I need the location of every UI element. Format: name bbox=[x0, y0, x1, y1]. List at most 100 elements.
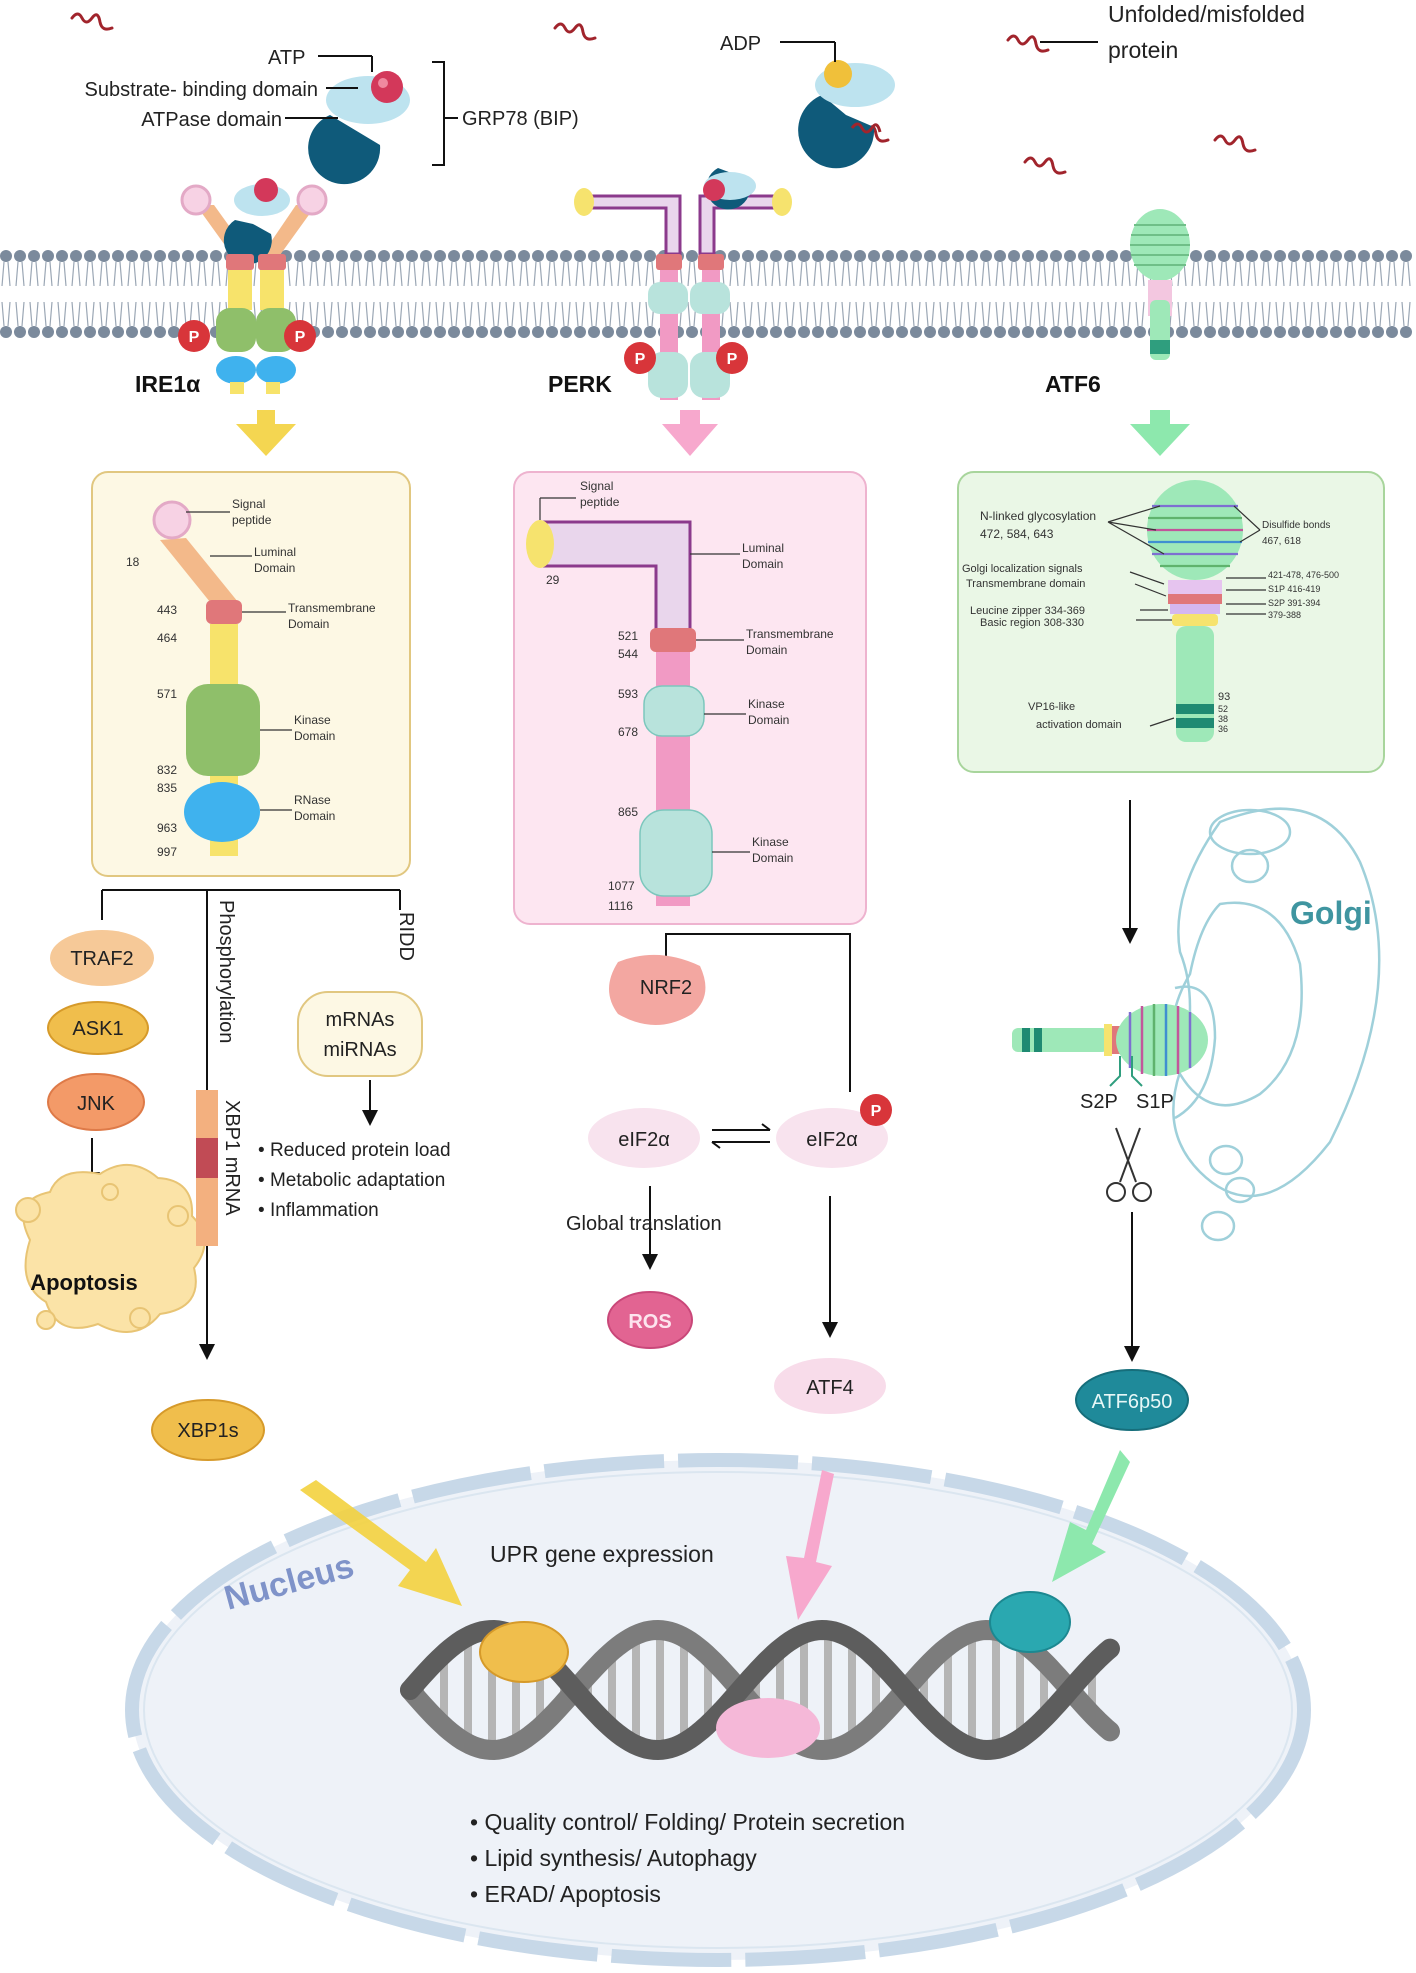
ridd-outcome-1: • Reduced protein load bbox=[258, 1140, 451, 1161]
lipid-head bbox=[840, 250, 852, 262]
lipid-head bbox=[770, 326, 782, 338]
eif2a-label: eIF2α bbox=[618, 1129, 670, 1151]
lipid-head bbox=[546, 326, 558, 338]
lipid-head bbox=[728, 326, 740, 338]
lipid-tail bbox=[393, 261, 403, 287]
perk-n521: 521 bbox=[618, 629, 638, 643]
lipid-head bbox=[644, 326, 656, 338]
lipid-head bbox=[1050, 250, 1062, 262]
lipid-tail bbox=[995, 301, 1005, 327]
atf6p50-node bbox=[1075, 1369, 1189, 1431]
atf6p50-on-dna bbox=[989, 1591, 1071, 1653]
lipid-tail bbox=[1289, 301, 1299, 327]
xbp1s-label: XBP1s bbox=[177, 1420, 238, 1442]
lipid-head bbox=[644, 250, 656, 262]
lipid-head bbox=[616, 250, 628, 262]
lipid-tail bbox=[953, 301, 963, 327]
perk-dimer bbox=[574, 168, 792, 400]
lipid-head bbox=[98, 326, 110, 338]
lipid-head bbox=[434, 250, 446, 262]
ire1-p-right-label: P bbox=[295, 329, 306, 346]
lipid-tail bbox=[421, 301, 431, 327]
lipid-tail bbox=[155, 261, 165, 287]
lipid-tail bbox=[1331, 301, 1341, 327]
lipid-head bbox=[574, 326, 586, 338]
lipid-head bbox=[1190, 326, 1202, 338]
lipid-head bbox=[868, 326, 880, 338]
lipid-tail bbox=[1079, 301, 1089, 327]
lipid-tail bbox=[1121, 301, 1131, 327]
ros-node bbox=[607, 1291, 693, 1349]
lipid-head bbox=[448, 250, 460, 262]
lipid-head bbox=[1036, 250, 1048, 262]
lipid-head bbox=[1092, 250, 1104, 262]
perk-n544: 544 bbox=[618, 647, 638, 661]
lipid-tail bbox=[113, 261, 123, 287]
atf6-detail-box bbox=[957, 471, 1385, 773]
perk-tm-1: Transmembrane bbox=[746, 627, 834, 641]
perk-n29: 29 bbox=[546, 573, 560, 587]
lipid-head bbox=[336, 326, 348, 338]
lipid-tail bbox=[295, 261, 305, 287]
lipid-tail bbox=[953, 261, 963, 287]
lipid-head bbox=[840, 326, 852, 338]
ire1-n464: 464 bbox=[157, 631, 177, 645]
lipid-tail bbox=[1051, 261, 1061, 287]
lipid-tail bbox=[743, 301, 753, 327]
lipid-tail bbox=[729, 301, 739, 327]
lipid-tail bbox=[449, 261, 459, 287]
atf6-vp16-2: activation domain bbox=[1036, 719, 1122, 731]
lipid-tail bbox=[939, 261, 949, 287]
lipid-head bbox=[504, 326, 516, 338]
lipid-tail bbox=[925, 301, 935, 327]
lipid-head bbox=[882, 250, 894, 262]
lipid-head bbox=[602, 326, 614, 338]
scissors-icon bbox=[1106, 1127, 1152, 1202]
xbp1-mrna-bar bbox=[196, 1090, 218, 1246]
atf6-domain-map bbox=[1147, 480, 1243, 742]
lipid-head bbox=[826, 326, 838, 338]
lipid-tail bbox=[785, 301, 795, 327]
lipid-head bbox=[560, 250, 572, 262]
lipid-head bbox=[1344, 326, 1356, 338]
lipid-tail bbox=[813, 301, 823, 327]
lipid-tail bbox=[183, 261, 193, 287]
perk-n1077: 1077 bbox=[608, 879, 635, 893]
lipid-head bbox=[1288, 326, 1300, 338]
lipid-head bbox=[504, 250, 516, 262]
lipid-tail bbox=[757, 301, 767, 327]
lipid-tail bbox=[1037, 261, 1047, 287]
lipid-tail bbox=[1233, 301, 1243, 327]
lipid-tail bbox=[1261, 261, 1271, 287]
atf6p50-label: ATF6p50 bbox=[1092, 1391, 1173, 1413]
lipid-head bbox=[70, 326, 82, 338]
lipid-tail bbox=[1331, 261, 1341, 287]
lipid-tail bbox=[1037, 301, 1047, 327]
lipid-head bbox=[1120, 250, 1132, 262]
lipid-tail bbox=[393, 301, 403, 327]
traf2-node bbox=[50, 930, 154, 986]
lipid-tail bbox=[1051, 301, 1061, 327]
lipid-head bbox=[826, 250, 838, 262]
lipid-head bbox=[210, 250, 222, 262]
lipid-head bbox=[910, 250, 922, 262]
nucleus-outcome-2: • Lipid synthesis/ Autophagy bbox=[470, 1845, 757, 1871]
golgi-apparatus bbox=[1144, 807, 1381, 1242]
lipid-head bbox=[0, 250, 12, 262]
lipid-tail bbox=[29, 261, 39, 287]
lipid-head bbox=[868, 250, 880, 262]
lipid-head bbox=[70, 250, 82, 262]
lipid-head bbox=[490, 250, 502, 262]
lipid-head bbox=[756, 250, 768, 262]
lipid-head bbox=[994, 250, 1006, 262]
lipid-head bbox=[770, 250, 782, 262]
s2p-label: S2P bbox=[1080, 1091, 1118, 1113]
perk-luminal-2: Domain bbox=[742, 557, 783, 571]
lipid-tail bbox=[505, 301, 515, 327]
perk-down-arrow bbox=[662, 410, 718, 456]
eif2a-p-label: eIF2α bbox=[806, 1129, 858, 1151]
lipid-head bbox=[980, 326, 992, 338]
lipid-tail bbox=[1093, 301, 1103, 327]
lipid-head bbox=[1232, 250, 1244, 262]
lipid-head bbox=[1386, 326, 1398, 338]
